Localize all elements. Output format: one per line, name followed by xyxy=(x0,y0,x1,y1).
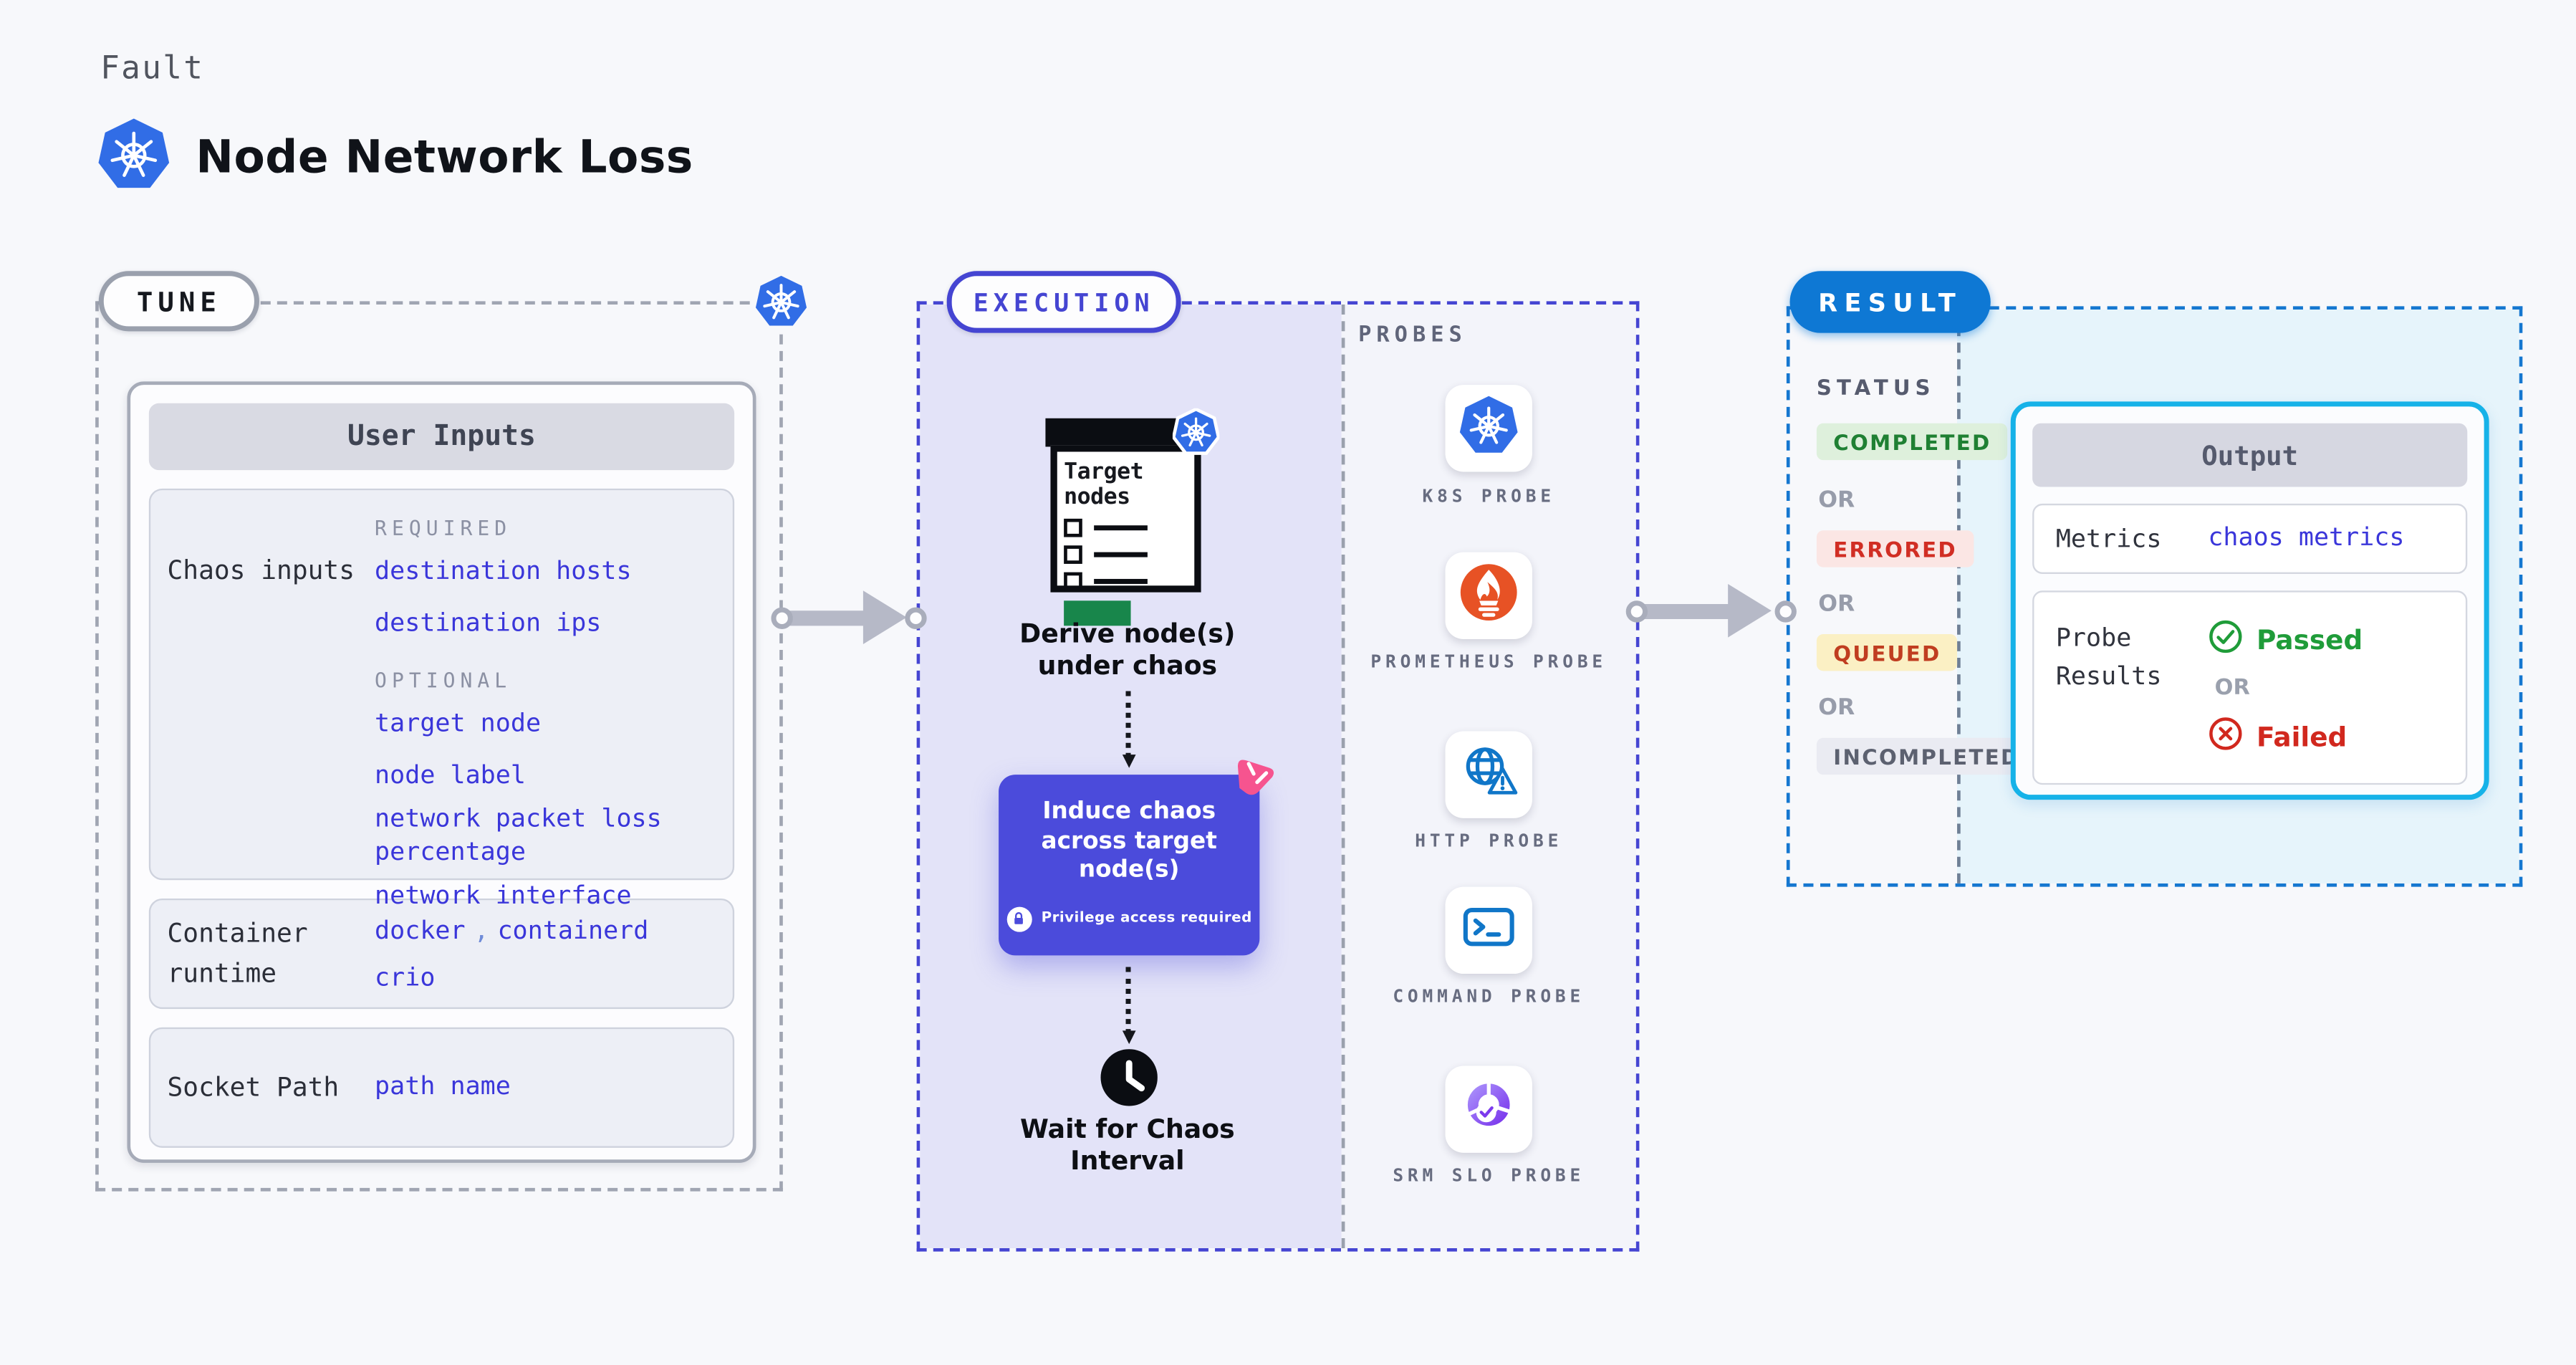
metrics-label: Metrics xyxy=(2055,523,2162,554)
user-inputs-header: User Inputs xyxy=(148,403,735,471)
wait-chaos-interval-label: Wait for Chaos Interval xyxy=(1020,1114,1235,1177)
status-badge-completed: COMPLETED xyxy=(1816,423,2008,461)
connector-dot xyxy=(1774,600,1797,623)
optional-heading: OPTIONAL xyxy=(375,669,512,693)
link-network-interface[interactable]: network interface xyxy=(375,880,632,911)
status-badge-incompleted: INCOMPLETED xyxy=(1816,737,2037,775)
probes-heading: PROBES xyxy=(1358,322,1467,348)
kubernetes-logo-icon xyxy=(97,117,170,197)
k8s-probe-label: K8S PROBE xyxy=(1422,487,1555,507)
container-runtime-label: Container runtime xyxy=(167,918,308,990)
chaos-pink-logo-icon xyxy=(1231,751,1278,798)
execution-section-badge: EXECUTION xyxy=(946,271,1181,333)
tune-section-badge: TUNE xyxy=(98,271,259,332)
http-probe-label: HTTP PROBE xyxy=(1415,831,1563,852)
link-docker[interactable]: docker xyxy=(375,914,466,945)
container-runtime-row: Container runtime docker , containerd cr… xyxy=(148,898,735,1010)
link-destination-hosts[interactable]: destination hosts xyxy=(375,555,632,586)
link-containerd[interactable]: containerd xyxy=(497,914,649,945)
target-nodes-title: Target nodes xyxy=(1064,458,1144,511)
or-separator: OR xyxy=(1818,590,1855,618)
link-path-name[interactable]: path name xyxy=(375,1071,511,1102)
status-badge-queued: QUEUED xyxy=(1816,634,1958,671)
or-separator: OR xyxy=(1818,694,1855,722)
lock-icon xyxy=(1006,906,1032,932)
link-crio[interactable]: crio xyxy=(375,962,436,992)
link-network-packet-loss-percentage[interactable]: network packet loss percentage xyxy=(375,803,662,866)
induce-chaos-step-card: Induce chaos across target node(s) Privi… xyxy=(999,775,1260,956)
http-probe-card[interactable] xyxy=(1445,731,1532,818)
link-destination-ips[interactable]: destination ips xyxy=(375,606,602,637)
output-header: Output xyxy=(2032,423,2468,487)
metrics-row: Metrics chaos metrics xyxy=(2032,503,2468,574)
srm-slo-probe-card[interactable] xyxy=(1445,1065,1532,1153)
status-heading: STATUS xyxy=(1816,375,1936,401)
failed-label: Failed xyxy=(2257,721,2347,753)
kubernetes-badge-icon xyxy=(1171,407,1221,462)
or-separator: OR xyxy=(1818,487,1855,514)
derive-nodes-step-label: Derive node(s) under chaos xyxy=(1019,618,1236,682)
output-card: Output Metrics chaos metrics Probe Resul… xyxy=(2010,401,2489,800)
link-node-label[interactable]: node label xyxy=(375,758,526,789)
socket-path-label: Socket Path xyxy=(167,1072,340,1103)
prometheus-probe-label: PROMETHEUS PROBE xyxy=(1370,652,1607,673)
privilege-note: Privilege access required xyxy=(1041,910,1252,928)
user-inputs-card: User Inputs Chaos inputs REQUIRED destin… xyxy=(127,381,756,1163)
srm-slo-probe-label: SRM SLO PROBE xyxy=(1393,1166,1585,1187)
terminal-icon xyxy=(1458,897,1519,964)
or-separator: OR xyxy=(2214,676,2250,701)
page-title: Node Network Loss xyxy=(196,131,693,183)
probe-results-label: Probe Results xyxy=(2055,622,2162,691)
failed-x-icon xyxy=(2208,716,2243,757)
required-heading: REQUIRED xyxy=(375,517,512,541)
passed-label: Passed xyxy=(2257,623,2363,656)
flow-dotted-arrow xyxy=(1121,967,1135,1045)
probe-results-row: Probe Results Passed OR xyxy=(2032,590,2468,785)
slo-donut-check-icon xyxy=(1458,1076,1519,1142)
kubernetes-probe-icon xyxy=(1458,395,1519,461)
connector-dot xyxy=(905,607,927,629)
link-target-node[interactable]: target node xyxy=(375,707,542,738)
runtime-separator: , xyxy=(474,914,489,945)
connector-dot xyxy=(771,607,793,629)
status-badge-errored: ERRORED xyxy=(1816,530,1974,567)
prometheus-probe-card[interactable] xyxy=(1445,552,1532,640)
result-section-badge: RESULT xyxy=(1789,271,1991,333)
title-row: Node Network Loss xyxy=(97,117,693,197)
chaos-inputs-row: Chaos inputs REQUIRED destination hosts … xyxy=(148,488,735,910)
fault-kind-label: Fault xyxy=(100,50,205,87)
tune-kubernetes-corner-icon xyxy=(751,272,811,337)
k8s-probe-card[interactable] xyxy=(1445,385,1532,472)
chaos-metrics-link[interactable]: chaos metrics xyxy=(2208,522,2405,553)
clock-icon xyxy=(1100,1049,1158,1106)
connector-dot xyxy=(1625,600,1648,623)
prometheus-flame-icon xyxy=(1458,562,1519,629)
tune-section-frame xyxy=(95,301,783,1192)
target-nodes-document-icon: Target nodes xyxy=(1045,407,1221,626)
flow-dotted-arrow xyxy=(1121,691,1135,768)
command-probe-card[interactable] xyxy=(1445,886,1532,974)
passed-check-icon xyxy=(2208,619,2243,661)
chaos-inputs-label: Chaos inputs xyxy=(167,555,355,586)
socket-path-row: Socket Path path name xyxy=(148,1027,735,1148)
globe-warning-icon xyxy=(1458,741,1519,808)
induce-chaos-label: Induce chaos across target node(s) xyxy=(1041,798,1217,884)
command-probe-label: COMMAND PROBE xyxy=(1393,987,1585,1007)
